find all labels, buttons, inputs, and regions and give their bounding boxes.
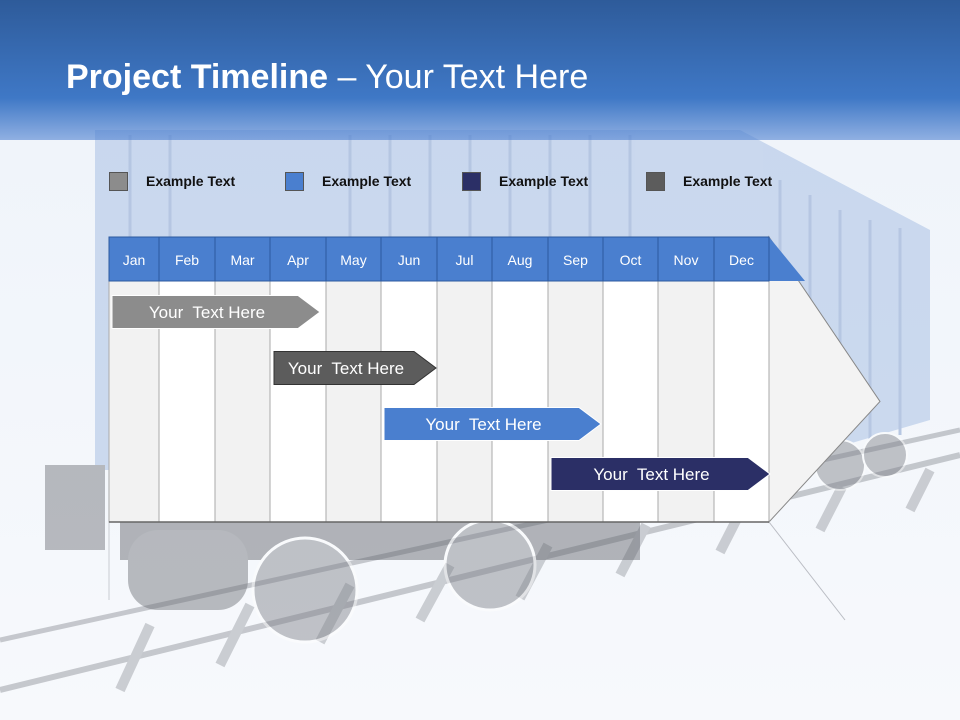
month-label-jan: Jan xyxy=(123,252,146,268)
task-label: Your Text Here xyxy=(593,465,709,484)
title-bold-part: Project Timeline xyxy=(66,58,329,96)
month-label-jul: Jul xyxy=(456,252,474,268)
legend-swatch-darkgray xyxy=(646,171,665,191)
month-label-sep: Sep xyxy=(563,252,588,268)
month-column xyxy=(436,280,493,523)
month-column xyxy=(380,280,438,523)
month-label-oct: Oct xyxy=(620,252,642,268)
month-header-cell xyxy=(713,236,770,282)
legend-item-2: Example Text xyxy=(285,170,411,192)
legend-swatch-blue xyxy=(285,171,304,191)
title-rest-part: – Your Text Here xyxy=(328,58,589,96)
task-bar-4 xyxy=(550,457,771,491)
legend-swatch-navy xyxy=(462,171,481,191)
task-bar-3 xyxy=(383,407,602,441)
month-header-cell xyxy=(491,236,549,282)
month-label-nov: Nov xyxy=(674,252,699,268)
month-header-cell xyxy=(158,236,216,282)
reflection-line xyxy=(768,521,846,621)
month-header-cell xyxy=(436,236,493,282)
task-bar-1 xyxy=(111,295,321,329)
legend-label: Example Text xyxy=(146,173,236,189)
timeline-arrow-header-tip xyxy=(769,237,805,281)
month-label-feb: Feb xyxy=(175,252,199,268)
task-label: Your Text Here xyxy=(425,415,541,434)
month-label-jun: Jun xyxy=(398,252,421,268)
month-column xyxy=(491,280,549,523)
month-column xyxy=(325,280,382,523)
task-bar-2 xyxy=(273,351,437,385)
legend-item-3: Example Text xyxy=(462,170,588,192)
month-label-aug: Aug xyxy=(508,252,533,268)
legend-item-1: Example Text xyxy=(109,170,235,192)
slide-title: Project Timeline – Your Text Here xyxy=(66,58,588,97)
month-label-may: May xyxy=(340,252,366,268)
title-banner xyxy=(0,0,960,140)
task-label: Your Text Here xyxy=(149,303,265,322)
legend-label: Example Text xyxy=(499,173,589,189)
month-label-mar: Mar xyxy=(230,252,254,268)
month-label-apr: Apr xyxy=(287,252,309,268)
task-label: Your Text Here xyxy=(288,359,404,378)
legend-label: Example Text xyxy=(683,173,773,189)
month-label-dec: Dec xyxy=(729,252,754,268)
legend-item-4: Example Text xyxy=(646,170,772,192)
legend-label: Example Text xyxy=(322,173,412,189)
legend-swatch-gray xyxy=(109,171,128,191)
month-header-cell xyxy=(269,236,327,282)
month-header-cell xyxy=(214,236,271,282)
